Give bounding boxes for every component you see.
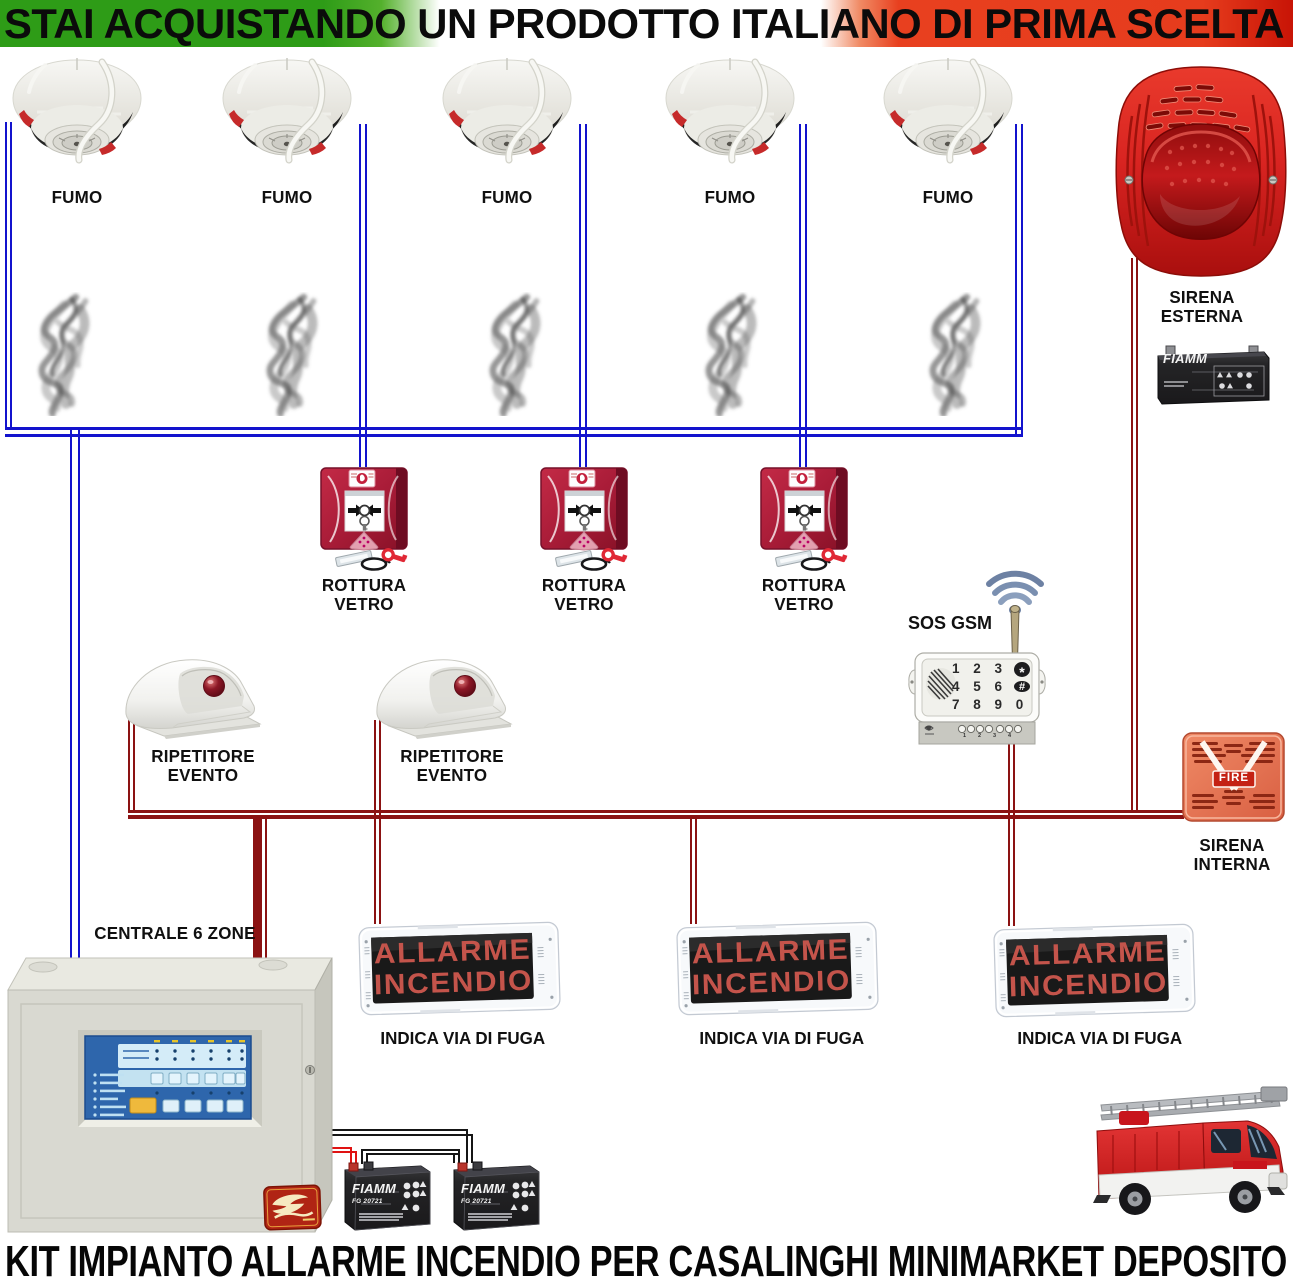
wire-batt-link-vr2 <box>453 1153 455 1163</box>
wire-det2-drop-a <box>359 124 361 467</box>
label-fumo-5: FUMO <box>922 187 974 207</box>
wire-repeater2-sign1-a <box>374 720 376 924</box>
smoke-plume-5 <box>924 292 992 416</box>
call-point-2 <box>538 466 634 574</box>
wire-det3-drop-b <box>585 124 587 467</box>
label-sos-gsm: SOS GSM <box>908 613 993 633</box>
wire-panel-red-thin <box>265 817 267 958</box>
label-control-panel: CENTRALE 6 ZONE <box>94 923 256 943</box>
wire-sign2-drop-b <box>695 817 697 924</box>
wire-det5-drop-a <box>1015 124 1017 437</box>
wire-batt-link-vr1 <box>458 1149 460 1163</box>
top-banner: STAI ACQUISTANDO UN PRODOTTO ITALIANO DI… <box>0 0 1293 47</box>
smoke-detector-5 <box>878 56 1018 186</box>
repeater-2 <box>369 650 519 742</box>
wire-batt-red-h1 <box>322 1147 352 1149</box>
wire-det4-drop-a <box>799 124 801 467</box>
gsm-keypad-row2: 4 5 6 <box>952 679 1008 694</box>
wire-batt-red-v1 <box>350 1147 352 1166</box>
wire-batt-black-v2 <box>471 1134 473 1163</box>
wire-batt-black-h1 <box>322 1129 468 1131</box>
wire-alarm-bus-top <box>128 810 1184 813</box>
smoke-plume-3 <box>484 292 552 416</box>
gsm-key-hash: # <box>1014 681 1030 693</box>
control-panel <box>7 957 333 1233</box>
internal-siren <box>1182 732 1285 822</box>
gsm-key-star: * <box>1014 662 1030 680</box>
wire-det5-drop-b <box>1021 124 1023 437</box>
fire-truck <box>1093 1086 1288 1215</box>
wire-gsm-sign3-b <box>1013 742 1015 926</box>
external-siren-battery <box>1157 345 1270 405</box>
wire-batt-black-v1 <box>466 1129 468 1163</box>
wire-smoke-bus-bottom <box>5 434 1023 437</box>
wire-repeater2-sign1-b <box>379 720 381 924</box>
wire-panel-red-thick <box>253 817 262 958</box>
wire-smoke-bus-top <box>5 427 1023 430</box>
gsm-indicator-labels: 1 2 3 4 <box>963 733 1017 739</box>
wire-repeater1-drop-b <box>133 720 135 812</box>
banner-text: STAI ACQUISTANDO UN PRODOTTO ITALIANO DI… <box>4 0 1284 47</box>
smoke-detector-3 <box>437 56 577 186</box>
wire-panel-blue-b <box>78 429 80 958</box>
wire-gsm-sign3-a <box>1008 742 1010 926</box>
caption-sign-2: INDICA VIA DI FUGA <box>699 1028 865 1048</box>
external-battery-brand: FIAMM <box>1163 351 1208 366</box>
label-fumo-2: FUMO <box>261 187 313 207</box>
call-point-1 <box>318 466 414 574</box>
caption-sign-1: INDICA VIA DI FUGA <box>380 1028 546 1048</box>
internal-siren-badge: FIRE <box>1218 772 1250 784</box>
smoke-plume-4 <box>700 292 768 416</box>
gsm-keypad-row3: 7 8 9 0 <box>952 697 1029 712</box>
wire-ext-siren-drop-b <box>1135 258 1138 812</box>
label-fumo-3: FUMO <box>481 187 533 207</box>
wire-det3-drop-a <box>579 124 581 467</box>
label-fumo-4: FUMO <box>704 187 756 207</box>
wire-panel-blue-a <box>70 429 72 958</box>
truck-ladder <box>1100 1086 1288 1125</box>
repeater-1 <box>118 650 268 742</box>
wire-batt-black-h2 <box>322 1134 473 1136</box>
wire-det1-drop-b <box>10 122 12 430</box>
gsm-dialer <box>908 570 1046 745</box>
wire-batt-link-h1 <box>361 1149 460 1151</box>
wire-ext-siren-drop-a <box>1131 258 1133 812</box>
call-point-3 <box>758 466 854 574</box>
wire-batt-red-v2 <box>355 1151 357 1166</box>
gsm-keypad-row1: 1 2 3 <box>952 661 1008 676</box>
wire-repeater1-drop-a <box>128 720 130 812</box>
external-siren <box>1115 66 1287 277</box>
wire-batt-link-vl1 <box>361 1149 363 1164</box>
smoke-detector-4 <box>660 56 800 186</box>
wire-det4-drop-b <box>805 124 807 467</box>
wire-batt-red-h2 <box>322 1151 357 1153</box>
wire-det2-drop-b <box>365 124 367 467</box>
wire-batt-link-vl2 <box>366 1153 368 1164</box>
wire-det1-drop-a <box>5 122 7 430</box>
footer-title: KIT IMPIANTO ALLARME INCENDIO PER CASALI… <box>5 1237 1287 1285</box>
smoke-plume-2 <box>261 292 329 416</box>
smoke-detector-2 <box>217 56 357 186</box>
wire-alarm-bus-bottom <box>128 815 1184 819</box>
caption-sign-3: INDICA VIA DI FUGA <box>1017 1028 1183 1048</box>
label-fumo-1: FUMO <box>51 187 103 207</box>
wire-sign2-drop-a <box>690 817 692 924</box>
wire-batt-link-h2 <box>366 1153 460 1155</box>
smoke-plume-1 <box>33 292 101 416</box>
smoke-detector-1 <box>7 56 147 186</box>
